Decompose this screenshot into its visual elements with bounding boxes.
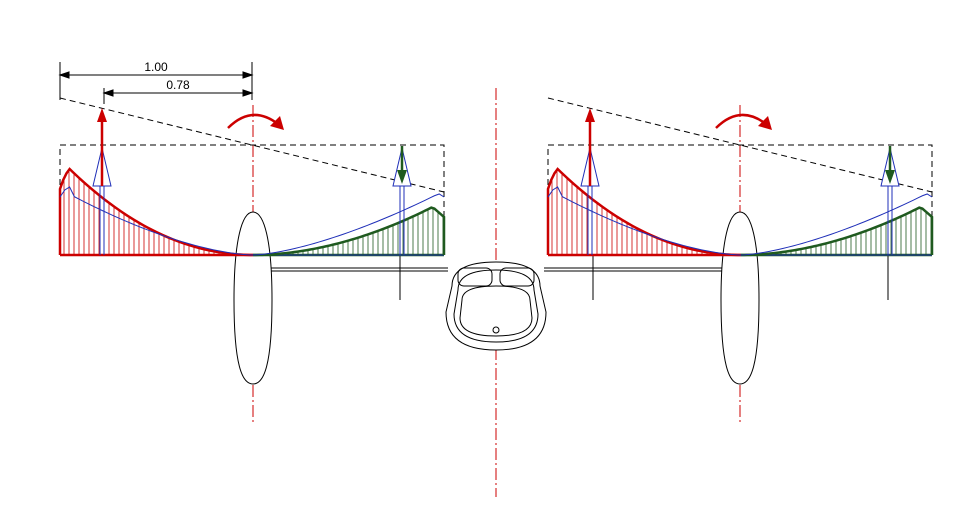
upward-load-curve xyxy=(546,167,742,257)
right-downward-arrowhead xyxy=(885,170,895,184)
moment-arrowhead xyxy=(758,116,772,130)
downward-load-curve xyxy=(252,206,446,257)
dim-arrowheads-outer xyxy=(58,71,254,79)
fuselage xyxy=(445,261,547,351)
lift-distribution-line xyxy=(59,97,445,193)
blue-distribution-curve xyxy=(547,186,933,256)
left-upward-arrowhead xyxy=(97,108,107,122)
upward-load-curve xyxy=(58,167,254,257)
lift-distribution-line xyxy=(547,97,933,193)
dim-label-inner: 0.78 xyxy=(166,78,190,92)
moment-arrowhead xyxy=(270,116,284,130)
moment-arrow xyxy=(227,113,279,129)
load-diagram-left xyxy=(58,97,446,257)
right-float xyxy=(720,211,760,385)
blue-distribution-curve xyxy=(59,186,445,256)
nose-center-mark xyxy=(492,326,500,334)
dimension-annotations xyxy=(58,62,254,104)
left-float xyxy=(233,211,273,385)
downward-load-curve xyxy=(740,206,934,257)
windscreen-left xyxy=(457,267,493,287)
moment-arrow xyxy=(715,113,767,129)
dim-arrowheads-inner xyxy=(102,89,254,97)
windscreen-right xyxy=(499,267,535,287)
load-diagram-right xyxy=(546,97,934,257)
wing xyxy=(267,256,889,300)
fuselage-outline xyxy=(445,261,547,351)
left-upward-arrowhead xyxy=(585,108,595,122)
dim-label-outer: 1.00 xyxy=(144,60,168,74)
right-downward-arrowhead xyxy=(397,170,407,184)
